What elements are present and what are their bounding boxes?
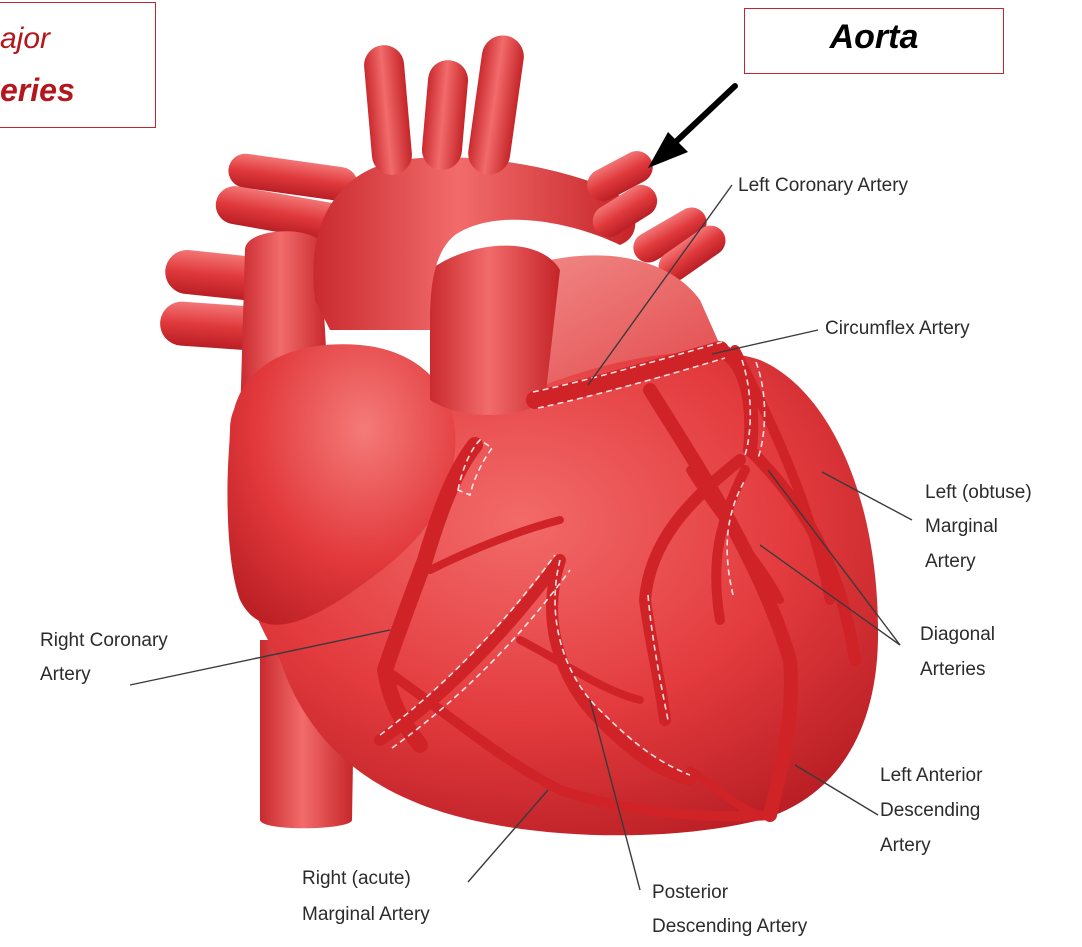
label-posterior-line2: Descending Artery bbox=[652, 914, 807, 940]
label-diagonal-line1: Diagonal bbox=[920, 622, 995, 648]
label-lad-line1: Left Anterior bbox=[880, 763, 982, 789]
aorta-arrow bbox=[648, 86, 735, 168]
label-right-coronary-line1: Right Coronary bbox=[40, 628, 168, 654]
title-line-1: ajor bbox=[0, 22, 50, 56]
label-right-marginal-line2: Marginal Artery bbox=[302, 902, 430, 928]
label-right-marginal-line1: Right (acute) bbox=[302, 866, 411, 892]
label-lad-line3: Artery bbox=[880, 833, 931, 859]
title-line-2: eries bbox=[0, 72, 75, 109]
label-left-coronary-artery: Left Coronary Artery bbox=[738, 173, 908, 199]
label-circumflex-artery: Circumflex Artery bbox=[825, 316, 970, 342]
title-box bbox=[0, 2, 156, 128]
label-diagonal-line2: Arteries bbox=[920, 657, 985, 683]
aorta-label: Aorta bbox=[744, 18, 1004, 57]
label-left-marginal-line1: Left (obtuse) bbox=[925, 480, 1032, 506]
label-right-coronary-line2: Artery bbox=[40, 662, 91, 688]
label-lad-line2: Descending bbox=[880, 798, 980, 824]
label-posterior-line1: Posterior bbox=[652, 880, 728, 906]
label-left-marginal-line2: Marginal bbox=[925, 514, 998, 540]
leader-circumflex bbox=[712, 330, 818, 354]
label-left-marginal-line3: Artery bbox=[925, 549, 976, 575]
